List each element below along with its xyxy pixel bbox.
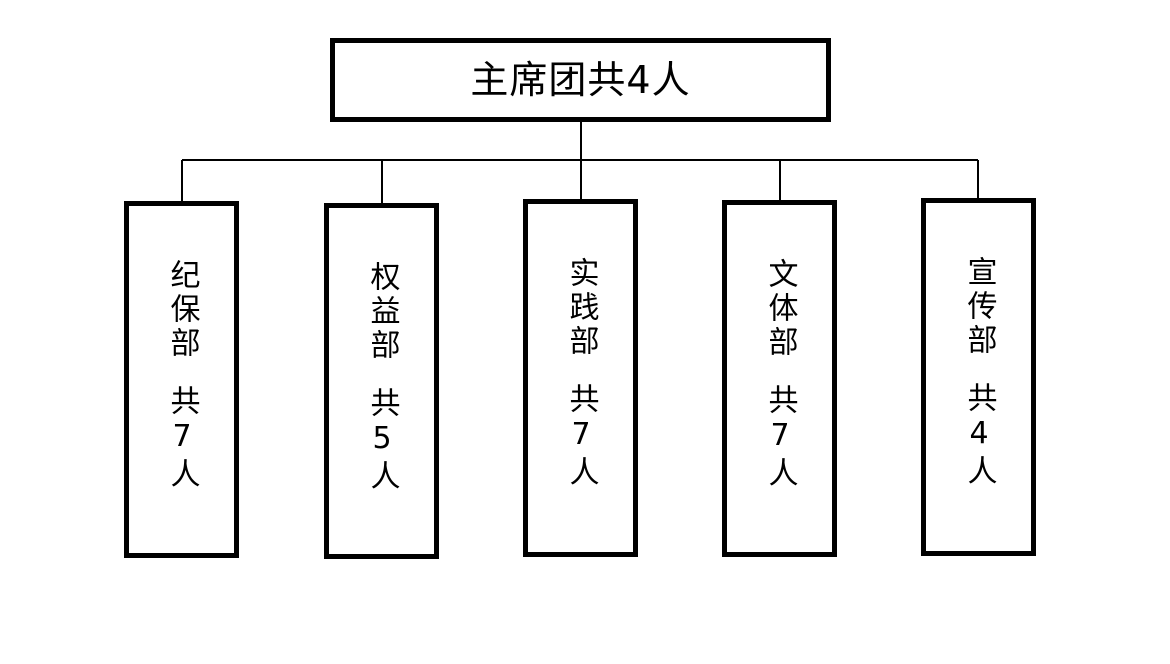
department-count: 共7人 <box>563 383 599 490</box>
department-name: 权益部 <box>364 261 400 363</box>
department-name: 纪保部 <box>164 259 200 361</box>
department-box-practice: 实践部共7人 <box>523 199 638 557</box>
department-name: 实践部 <box>563 257 599 359</box>
presidium-label: 主席团共4人 <box>470 58 691 102</box>
department-text: 文体部共7人 <box>762 258 798 552</box>
department-text: 权益部共5人 <box>364 261 400 554</box>
department-box-rights: 权益部共5人 <box>324 203 439 559</box>
department-name: 文体部 <box>762 258 798 360</box>
department-count: 共4人 <box>961 382 997 489</box>
department-box-discipline: 纪保部共7人 <box>124 201 239 558</box>
department-count: 共5人 <box>364 387 400 494</box>
department-text: 纪保部共7人 <box>164 259 200 553</box>
department-text: 实践部共7人 <box>563 257 599 552</box>
department-name: 宣传部 <box>961 256 997 358</box>
department-text: 宣传部共4人 <box>961 256 997 551</box>
department-box-sports: 文体部共7人 <box>722 200 837 557</box>
department-box-publicity: 宣传部共4人 <box>921 198 1036 556</box>
department-count: 共7人 <box>164 385 200 492</box>
presidium-box: 主席团共4人 <box>330 38 831 122</box>
department-count: 共7人 <box>762 384 798 491</box>
